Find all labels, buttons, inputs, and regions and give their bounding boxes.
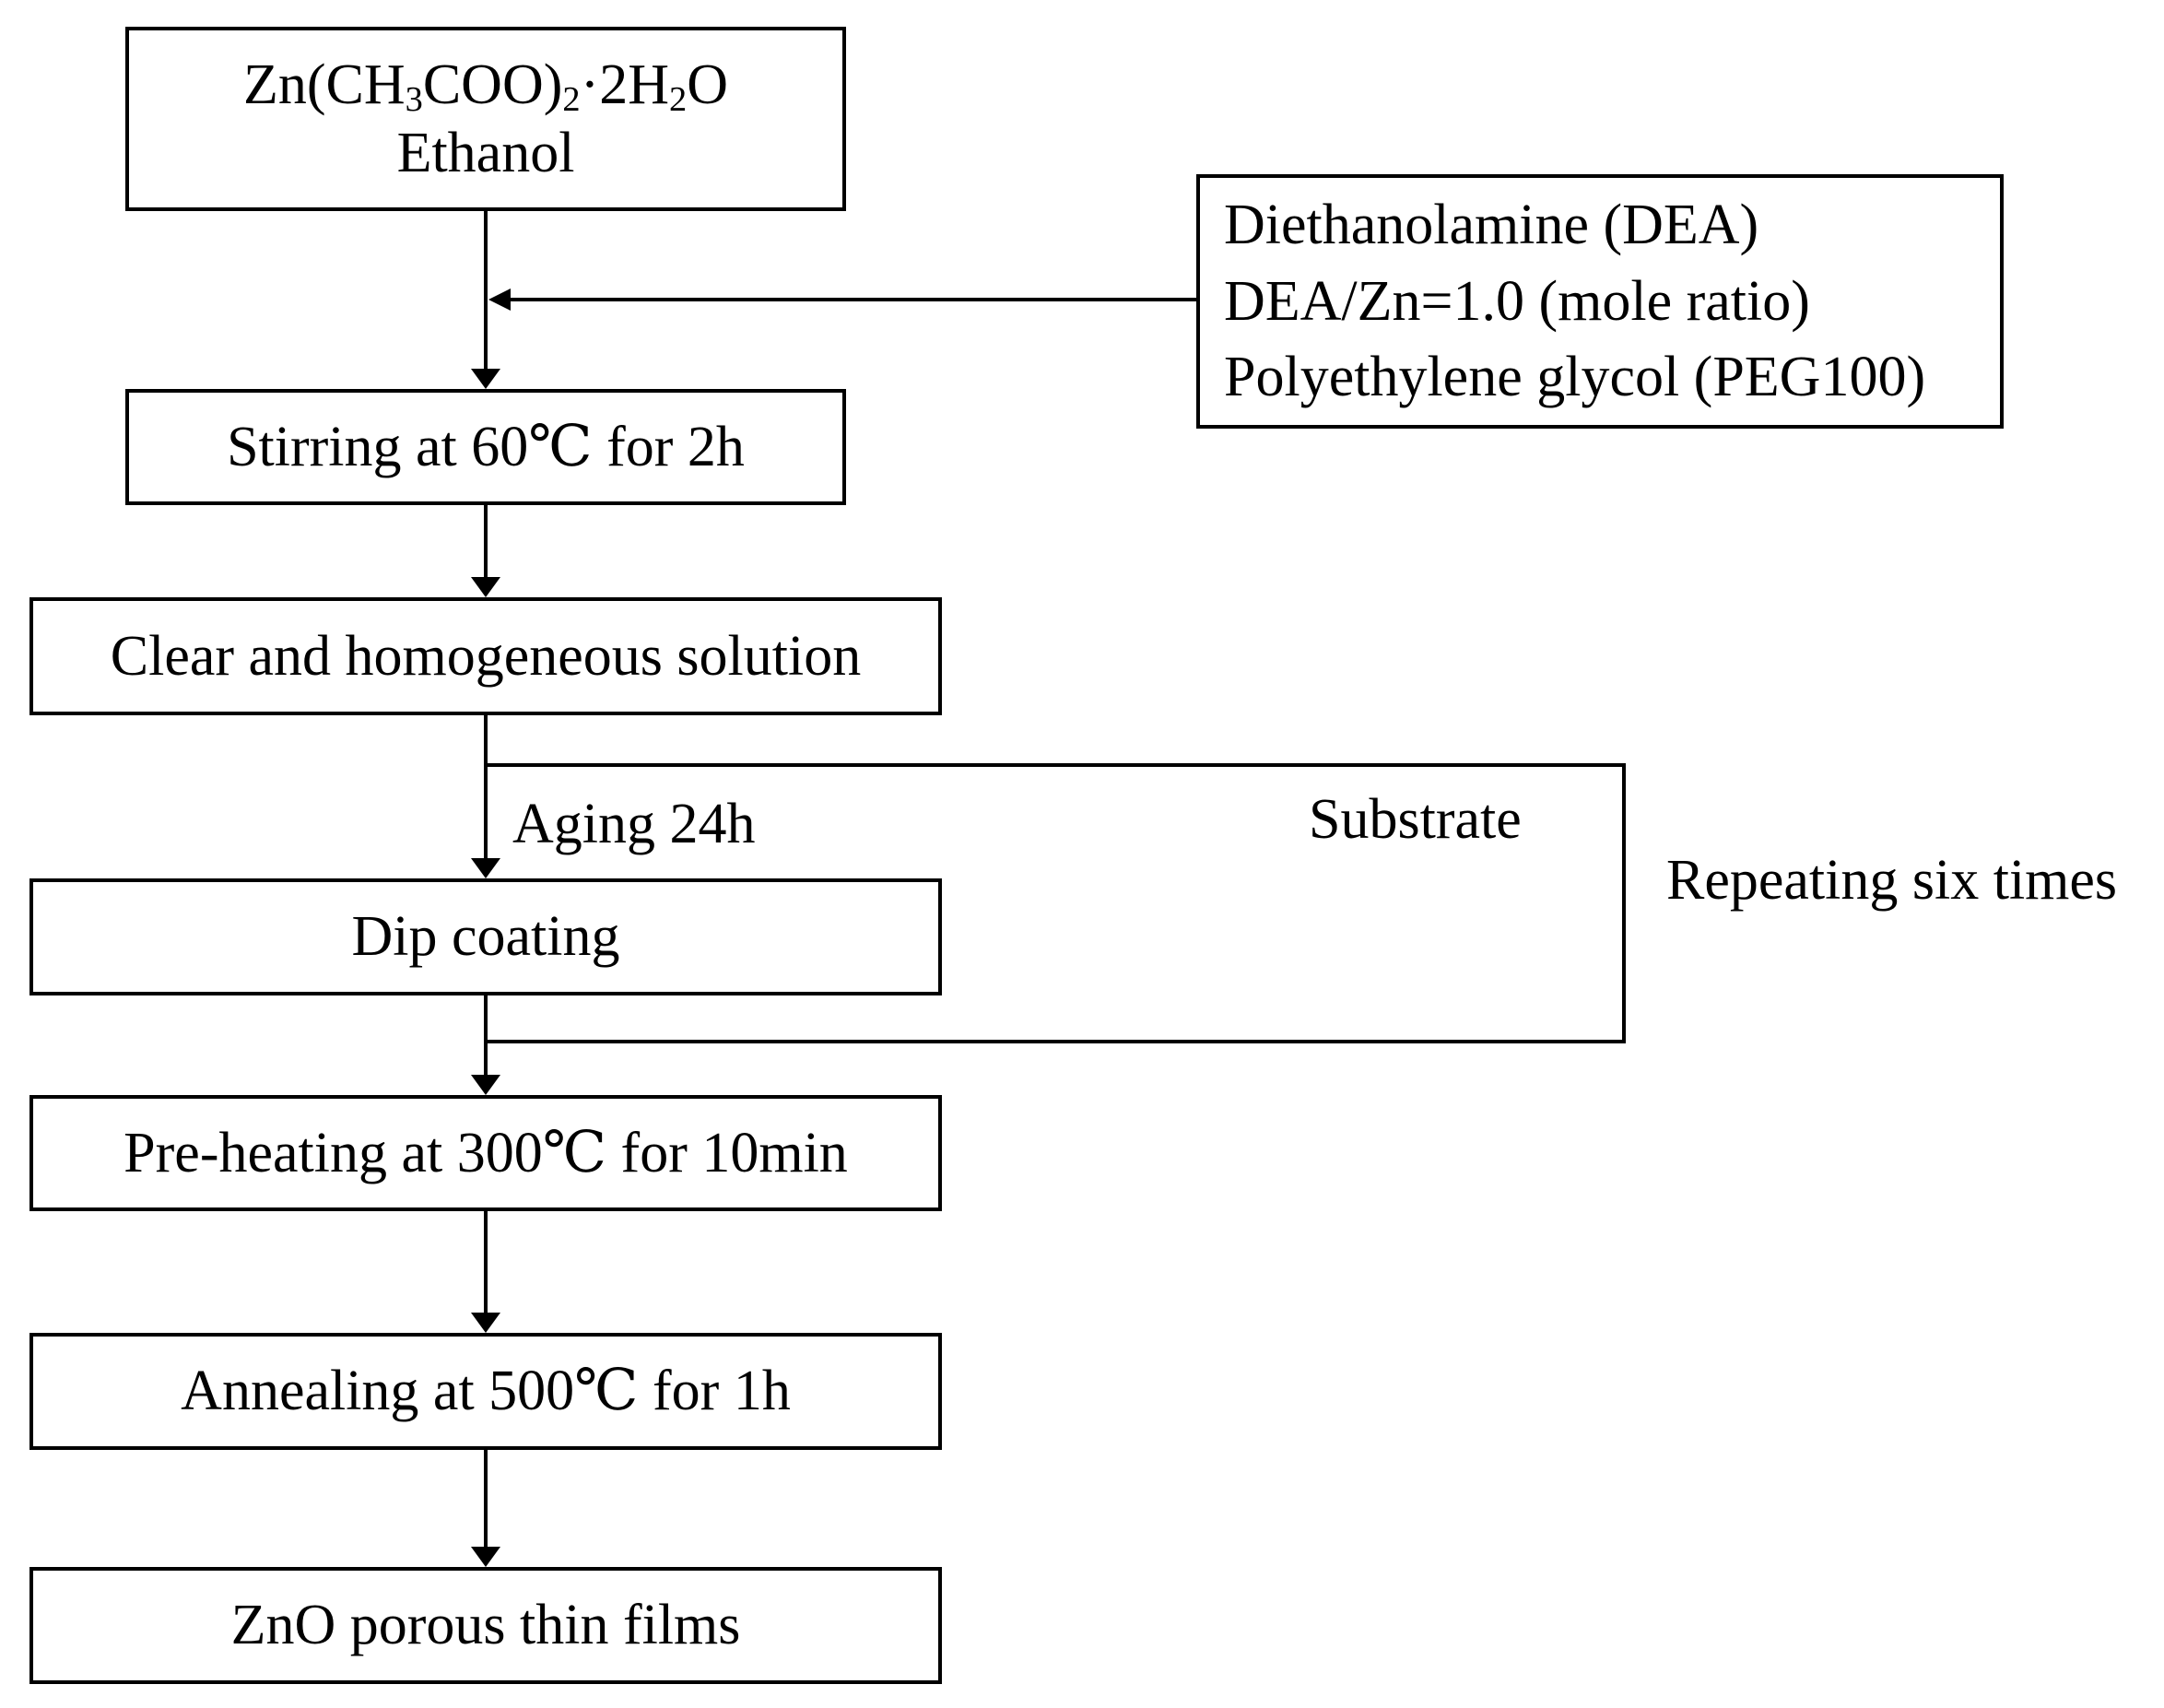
repeat-loop-line	[486, 763, 1626, 1043]
additive-line-2: DEA/Zn=1.0 (mole ratio)	[1224, 269, 1810, 333]
arrowhead-preheat-to-anneal	[471, 1313, 500, 1333]
precursor-box: Zn(CH3COO)2·2H2O Ethanol	[125, 27, 846, 211]
step-clear-solution: Clear and homogeneous solution	[29, 597, 942, 715]
precursor-solvent: Ethanol	[396, 122, 575, 184]
arrowhead-dip-to-preheat	[471, 1075, 500, 1095]
label-aging: Aging 24h	[512, 793, 756, 855]
step-stirring: Stirring at 60℃ for 2h	[125, 389, 846, 505]
label-substrate: Substrate	[1309, 788, 1522, 851]
arrowhead-anneal-to-films	[471, 1547, 500, 1567]
additives-box: Diethanolamine (DEA) DEA/Zn=1.0 (mole ra…	[1196, 174, 2004, 429]
additive-line-3: Polyethylene glycol (PEG100)	[1224, 346, 1926, 409]
step-pre-heating: Pre-heating at 300℃ for 10min	[29, 1095, 942, 1211]
arrowhead-solution-to-dip	[471, 858, 500, 878]
label-repeat: Repeating six times	[1666, 849, 2118, 912]
step-dip-coating: Dip coating	[29, 878, 942, 995]
step-annealing: Annealing at 500℃ for 1h	[29, 1333, 942, 1450]
step-zno-films: ZnO porous thin films	[29, 1567, 942, 1684]
arrowhead-stirring-to-solution	[471, 577, 500, 597]
precursor-formula: Zn(CH3COO)2·2H2O	[242, 53, 729, 120]
additive-line-1: Diethanolamine (DEA)	[1224, 194, 1759, 257]
arrowhead-additives-to-main	[488, 289, 511, 311]
arrowhead-start-to-stirring	[471, 369, 500, 389]
